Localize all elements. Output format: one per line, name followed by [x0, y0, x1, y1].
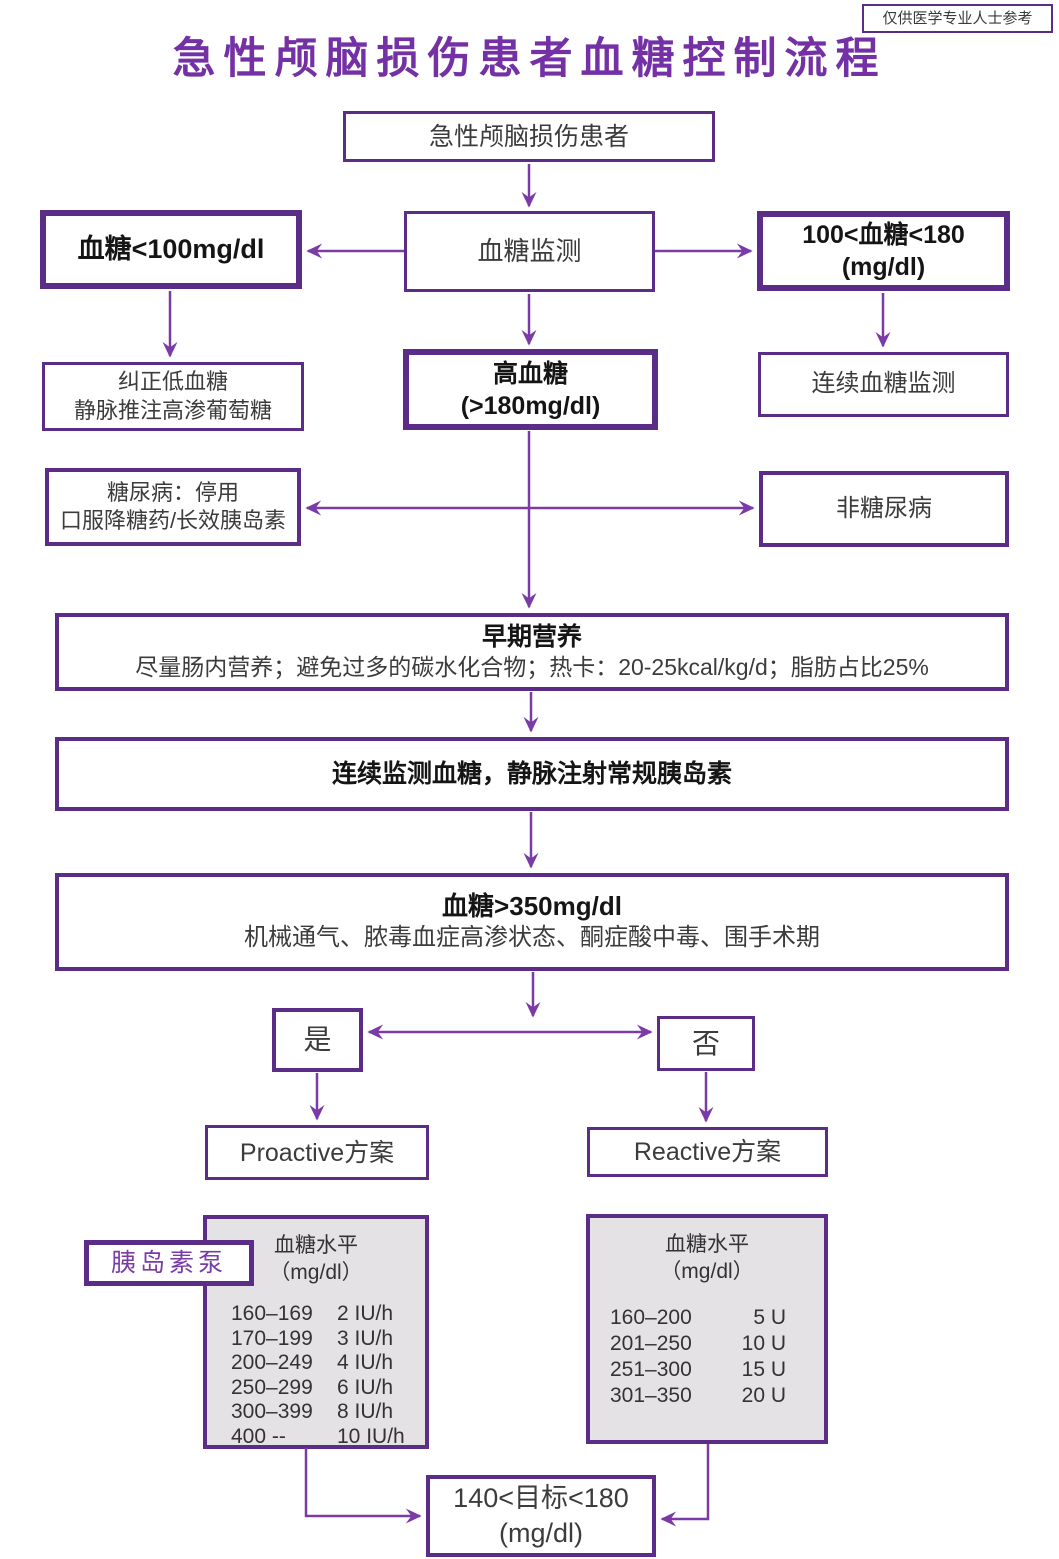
node-hyperglycemia: 高血糖 (>180mg/dl) [403, 349, 658, 430]
dose-cell: 6 IU/h [337, 1375, 394, 1399]
node-diabetes-line1: 糖尿病：停用 [106, 479, 239, 505]
node-hyperglycemia-line1: 高血糖 [492, 359, 568, 388]
node-target-line1: 140<目标<180 [453, 1483, 629, 1514]
dose-cell: 3 IU/h [337, 1326, 394, 1350]
reactive-dose-table: 血糖水平 （mg/dl） 160–200 5 U 201–250 10 U 251–… [586, 1214, 828, 1444]
dose-cell: 15 U [741, 1358, 786, 1381]
node-diabetes-line2: 口服降糖药/长效胰岛素 [59, 508, 287, 533]
proactive-table-header: 血糖水平 （mg/dl） [207, 1219, 425, 1286]
node-non-diabetes: 非糖尿病 [759, 471, 1009, 547]
node-normal-range-line2: (mg/dl) [841, 253, 926, 281]
node-correct-line2: 静脉推注高渗葡萄糖 [73, 397, 272, 423]
table-row: 160–200 5 U [610, 1305, 824, 1331]
node-reactive-plan-label: Reactive方案 [633, 1138, 782, 1166]
dose-cell: 2 IU/h [337, 1302, 394, 1325]
node-correct-hypoglycemia: 纠正低血糖 静脉推注高渗葡萄糖 [42, 362, 304, 431]
table-row: 170–199 3 IU/h [231, 1327, 425, 1352]
node-hyperglycemia-line2: (>180mg/dl) [460, 391, 601, 420]
node-glucose-monitoring-label: 血糖监测 [477, 235, 582, 266]
node-iv-insulin-label: 连续监测血糖，静脉注射常规胰岛素 [331, 760, 732, 788]
dose-cell: 10 IU/h [337, 1424, 405, 1448]
connector-proactive-to-target [304, 1448, 422, 1524]
connector-reactive-to-target [660, 1444, 710, 1527]
table-row: 300–399 8 IU/h [231, 1400, 425, 1425]
dose-cell: 20 U [741, 1384, 786, 1407]
table-row: 160–169 2 IU/h [231, 1302, 425, 1327]
node-continuous-monitoring-label: 连续血糖监测 [811, 370, 956, 398]
range-cell: 250–299 [231, 1375, 313, 1399]
node-patient: 急性颅脑损伤患者 [343, 111, 715, 162]
node-hypoglycemia-label: 血糖<100mg/dl [77, 234, 265, 265]
disclaimer-text: 仅供医学专业人士参考 [882, 9, 1033, 27]
reactive-table-header: 血糖水平 （mg/dl） [590, 1218, 824, 1285]
table-row: 301–350 20 U [610, 1383, 824, 1409]
reactive-header-line1: 血糖水平 [665, 1233, 749, 1256]
node-early-nutrition-title: 早期营养 [481, 623, 582, 652]
node-normal-range-line1: 100<血糖<180 [802, 221, 965, 249]
node-target-range: 140<目标<180 (mg/dl) [426, 1475, 656, 1557]
range-cell: 300–399 [231, 1400, 313, 1423]
node-no-label: 否 [691, 1027, 720, 1059]
table-row: 400 -- 10 IU/h [231, 1425, 425, 1450]
disclaimer-box: 仅供医学专业人士参考 [862, 4, 1053, 33]
table-row: 200–249 4 IU/h [231, 1351, 425, 1376]
node-proactive-plan: Proactive方案 [205, 1125, 429, 1180]
range-cell: 160–200 [610, 1306, 692, 1329]
range-cell: 201–250 [610, 1332, 692, 1355]
node-target-line2: (mg/dl) [498, 1518, 583, 1548]
dose-cell: 10 U [741, 1332, 786, 1355]
node-glucose-monitoring: 血糖监测 [404, 211, 655, 292]
table-row: 251–300 15 U [610, 1357, 824, 1383]
range-cell: 160–169 [231, 1302, 313, 1325]
insulin-pump-label: 胰岛素泵 [84, 1240, 254, 1286]
table-row: 250–299 6 IU/h [231, 1376, 425, 1401]
page-title: 急性颅脑损伤患者血糖控制流程 [172, 35, 887, 83]
range-cell: 400 -- [231, 1424, 286, 1448]
node-non-diabetes-label: 非糖尿病 [836, 494, 932, 522]
node-no: 否 [657, 1016, 755, 1071]
node-glucose-over-350: 血糖>350mg/dl 机械通气、脓毒血症高渗状态、酮症酸中毒、围手术期 [55, 873, 1009, 971]
node-normal-range: 100<血糖<180 (mg/dl) [757, 211, 1010, 291]
node-yes: 是 [272, 1008, 363, 1072]
range-cell: 251–300 [610, 1358, 692, 1381]
table-row: 201–250 10 U [610, 1331, 824, 1357]
proactive-header-line1: 血糖水平 [274, 1234, 358, 1257]
node-yes-label: 是 [303, 1024, 332, 1056]
dose-cell: 5 U [753, 1306, 786, 1329]
range-cell: 170–199 [231, 1326, 313, 1350]
dose-cell: 8 IU/h [337, 1400, 394, 1423]
node-continuous-monitoring: 连续血糖监测 [758, 352, 1009, 417]
node-iv-insulin: 连续监测血糖，静脉注射常规胰岛素 [55, 737, 1009, 811]
node-diabetes: 糖尿病：停用 口服降糖药/长效胰岛素 [45, 468, 301, 546]
insulin-pump-text: 胰岛素泵 [110, 1249, 227, 1277]
proactive-table-rows: 160–169 2 IU/h 170–199 3 IU/h 200–249 4 IU/… [207, 1286, 425, 1449]
node-patient-label: 急性颅脑损伤患者 [428, 122, 629, 151]
node-hypoglycemia: 血糖<100mg/dl [40, 210, 302, 289]
node-glucose-over-350-title: 血糖>350mg/dl [442, 891, 622, 921]
proactive-header-line2: （mg/dl） [269, 1261, 363, 1284]
node-early-nutrition: 早期营养 尽量肠内营养；避免过多的碳水化合物；热卡：20-25kcal/kg/d… [55, 613, 1009, 691]
node-early-nutrition-detail: 尽量肠内营养；避免过多的碳水化合物；热卡：20-25kcal/kg/d；脂肪占比… [135, 654, 929, 681]
node-correct-line1: 纠正低血糖 [117, 369, 228, 395]
range-cell: 200–249 [231, 1351, 313, 1374]
node-proactive-plan-label: Proactive方案 [239, 1138, 395, 1167]
reactive-table-rows: 160–200 5 U 201–250 10 U 251–300 15 U 301–3… [590, 1285, 824, 1409]
dose-cell: 4 IU/h [337, 1351, 394, 1374]
range-cell: 301–350 [610, 1384, 692, 1407]
node-glucose-over-350-detail: 机械通气、脓毒血症高渗状态、酮症酸中毒、围手术期 [244, 924, 820, 952]
node-reactive-plan: Reactive方案 [587, 1127, 828, 1177]
reactive-header-line2: （mg/dl） [660, 1260, 754, 1283]
